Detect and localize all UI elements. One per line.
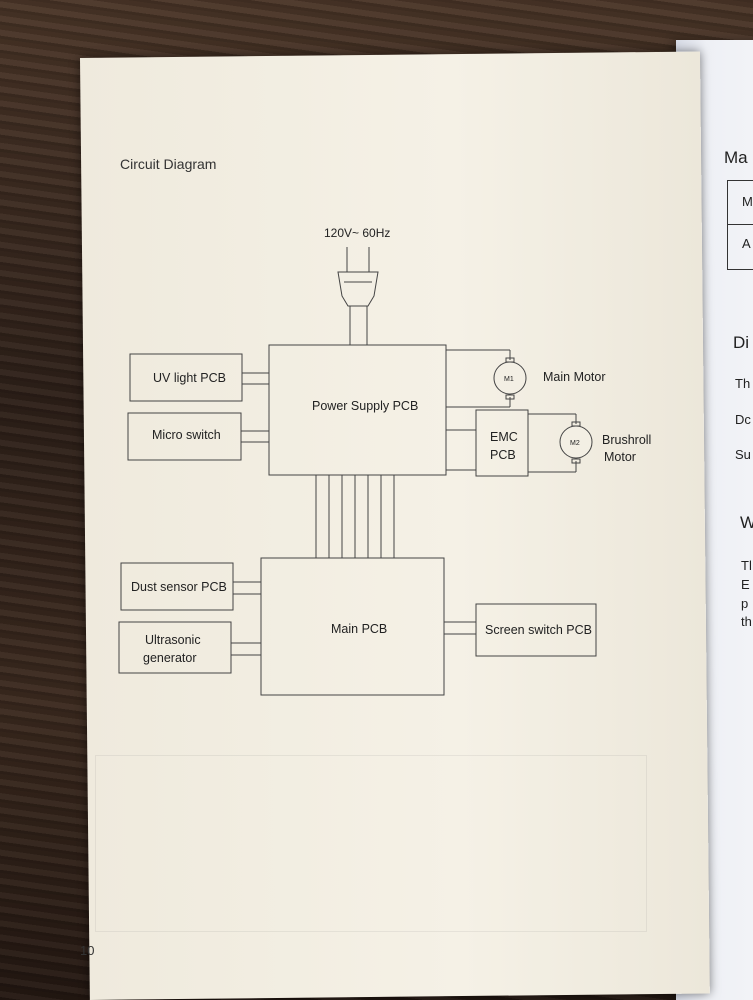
right-page-line-3: Su xyxy=(735,447,751,462)
dust-sensor-pcb-label: Dust sensor PCB xyxy=(131,580,227,594)
main-pcb-block xyxy=(260,557,445,696)
main-motor-label: Main Motor xyxy=(543,370,606,384)
right-page-heading-2: Di xyxy=(733,333,750,352)
power-plug-icon xyxy=(337,247,379,345)
m1-symbol: M1 xyxy=(504,376,514,383)
right-page-line-1: Th xyxy=(735,376,751,391)
right-page-table-row-1: M xyxy=(742,194,753,209)
right-page-table-divider xyxy=(727,224,753,225)
bleed-through-table xyxy=(95,755,647,932)
uv-light-pcb-block xyxy=(129,353,243,402)
screen-switch-pcb-block xyxy=(475,603,597,657)
page-title: Circuit Diagram xyxy=(120,156,217,172)
screen-switch-pcb-label: Screen switch PCB xyxy=(485,623,592,637)
power-supply-pcb-block xyxy=(268,344,447,476)
page-number: 10 xyxy=(80,943,95,958)
right-page-heading-1: Ma xyxy=(724,148,748,167)
brushroll-label: Brushroll xyxy=(602,433,651,447)
power-supply-pcb-label: Power Supply PCB xyxy=(312,399,418,413)
emc-pcb-label: PCB xyxy=(490,448,516,462)
brushroll-motor-m2-icon xyxy=(528,413,593,473)
right-page-para-1: Tl xyxy=(741,558,752,573)
emc-label: EMC xyxy=(490,430,518,444)
micro-switch-block xyxy=(127,412,242,461)
emc-pcb-block xyxy=(475,409,529,477)
main-motor-m1-icon xyxy=(446,349,527,408)
ribbon-cable xyxy=(315,475,395,558)
dust-sensor-pcb-block xyxy=(120,562,234,611)
brushroll-motor-label: Motor xyxy=(604,450,636,464)
right-page-para-3: p xyxy=(741,596,749,611)
right-page-table-row-2: A xyxy=(742,236,751,251)
ultrasonic-generator-block xyxy=(118,621,232,674)
m2-symbol: M2 xyxy=(570,440,580,447)
ultrasonic-label: Ultrasonic xyxy=(145,633,201,647)
right-page-heading-3: W xyxy=(740,513,753,532)
generator-label: generator xyxy=(143,651,197,665)
right-page-para-4: th xyxy=(741,614,752,629)
power-input-label: 120V~ 60Hz xyxy=(324,226,390,240)
main-pcb-label: Main PCB xyxy=(331,622,387,636)
right-page-para-2: E xyxy=(741,577,750,592)
right-page-line-2: Dc xyxy=(735,412,751,427)
micro-switch-label: Micro switch xyxy=(152,428,221,442)
right-page-table xyxy=(727,180,753,270)
uv-light-pcb-label: UV light PCB xyxy=(153,371,226,385)
